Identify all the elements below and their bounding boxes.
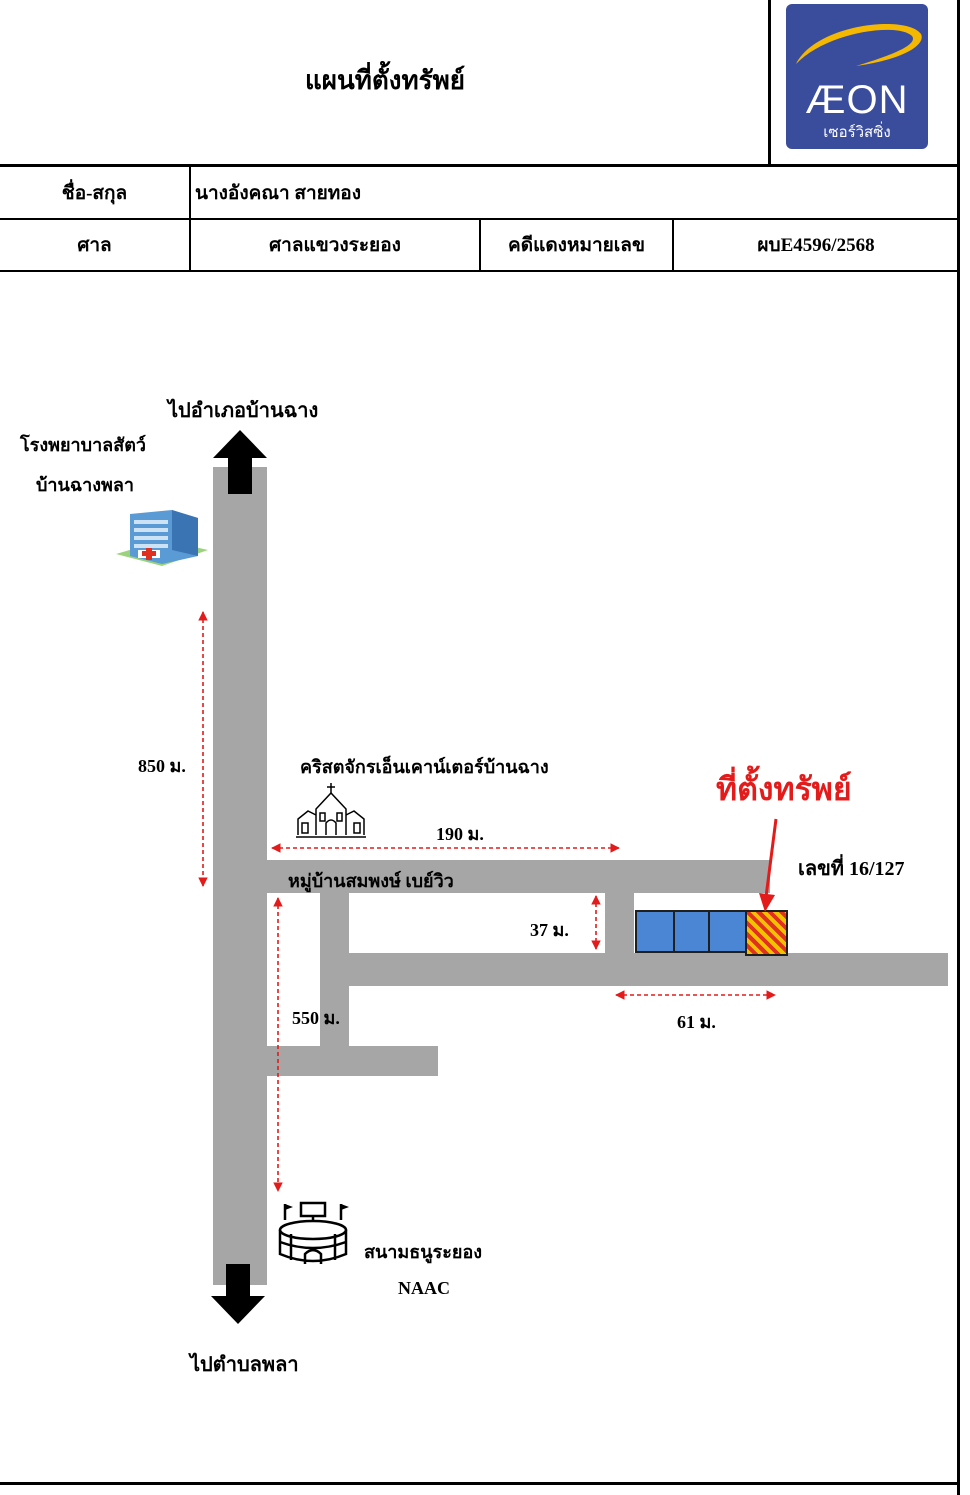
page-right-border <box>957 0 960 1495</box>
header-divider-vertical <box>768 0 771 165</box>
logo-swoosh-icon <box>796 24 922 66</box>
village-road <box>267 860 770 893</box>
stadium-icon <box>278 1201 349 1264</box>
distance-850-label: 850 ม. <box>138 756 186 776</box>
hospital-label-line1: โรงพยาบาลสัตว์ <box>20 435 146 455</box>
stadium-label-line2: NAAC <box>398 1278 450 1298</box>
table-col3-divider <box>672 219 674 272</box>
distance-550-label: 550 ม. <box>292 1008 340 1028</box>
to-north-label: ไปอำเภอบ้านฉาง <box>168 400 319 422</box>
logo-subtitle: เซอร์วิสซิ่ง <box>823 123 891 141</box>
distance-190-label: 190 ม. <box>436 824 484 844</box>
court-value: ศาลแขวงระยอง <box>269 235 401 256</box>
north-arrow-icon <box>213 430 267 494</box>
page-bottom-border <box>0 1482 960 1485</box>
south-branch-road <box>267 1046 438 1076</box>
distance-37-label: 37 ม. <box>530 920 569 940</box>
table-col1-divider <box>189 166 191 272</box>
church-icon <box>296 783 366 838</box>
property-location-title: ที่ตั้งทรัพย์ <box>716 771 852 807</box>
target-property <box>745 910 788 956</box>
house-unit-1 <box>635 910 675 953</box>
page-title: แผนที่ตั้งทรัพย์ <box>305 66 465 95</box>
main-road <box>213 467 267 1285</box>
distance-61-label: 61 ม. <box>677 1012 716 1032</box>
logo-brand-text: ÆON <box>805 78 909 122</box>
name-label: ชื่อ-สกุล <box>61 182 128 204</box>
table-col2-divider <box>479 219 481 272</box>
soi-road-east <box>605 893 634 955</box>
village-label: หมู่บ้านสมพงษ์ เบย์วิว <box>288 871 454 891</box>
case-value: ผบE4596/2568 <box>757 235 875 256</box>
hospital-label-line2: บ้านฉางพลา <box>36 475 134 495</box>
case-label: คดีแดงหมายเลข <box>508 235 645 256</box>
south-arrow-icon <box>211 1264 265 1324</box>
house-unit-2 <box>673 910 710 953</box>
hospital-building-icon <box>116 510 208 566</box>
stadium-label-line1: สนามธนูระยอง <box>364 1242 483 1262</box>
property-road <box>349 953 948 986</box>
header-bottom-border <box>0 164 960 167</box>
church-label: คริสตจักรเอ็นเคาน์เตอร์บ้านฉาง <box>300 757 549 777</box>
aeon-logo: ÆON เซอร์วิสซิ่ง <box>786 4 928 149</box>
house-number-label: เลขที่ 16/127 <box>798 858 905 880</box>
property-pointer-arrow-icon <box>759 818 778 912</box>
court-label: ศาล <box>77 235 112 256</box>
to-south-label: ไปตำบลพลา <box>190 1354 299 1376</box>
name-value: นางอังคณา สายทอง <box>195 182 361 204</box>
soi-road-west <box>320 893 349 1053</box>
